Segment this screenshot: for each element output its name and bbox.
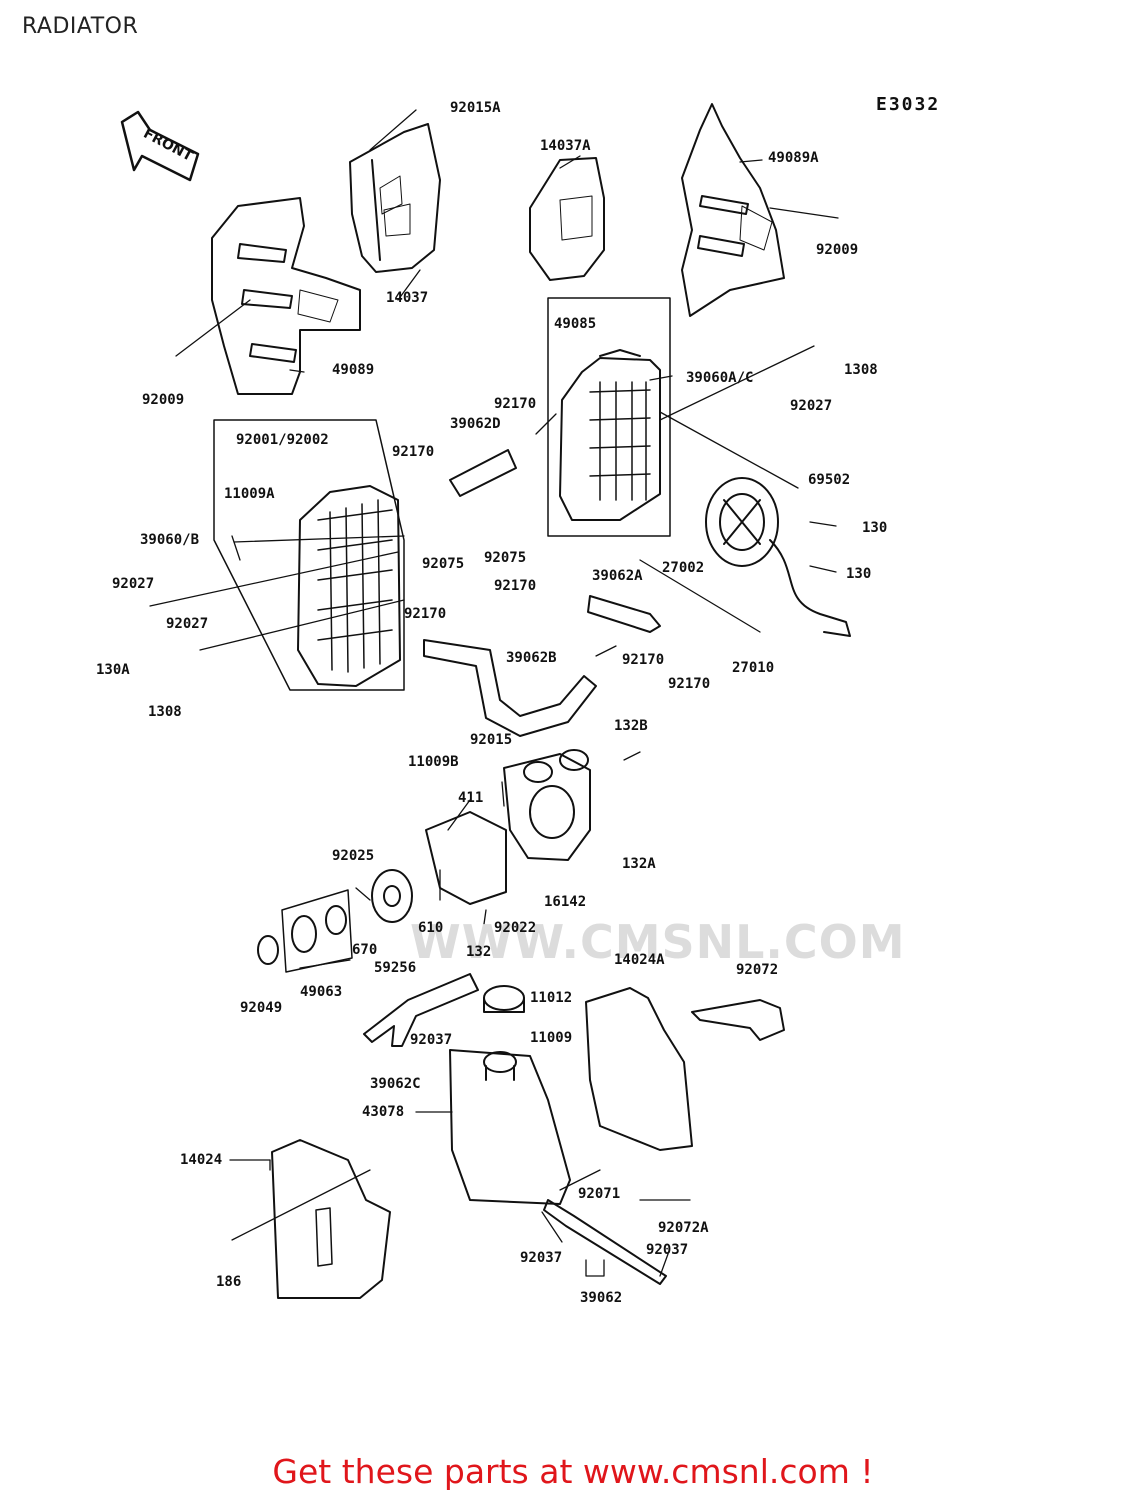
part-label[interactable]: 92027 <box>790 398 833 414</box>
part-label[interactable]: 39062D <box>450 416 501 432</box>
part-label[interactable]: 92025 <box>332 848 375 864</box>
part-label[interactable]: 92009 <box>816 242 859 258</box>
part-label[interactable]: 92075 <box>422 556 465 572</box>
part-label[interactable]: 670 <box>352 942 378 958</box>
leader-lines <box>149 109 839 1277</box>
part-label[interactable]: 92015 <box>470 732 513 748</box>
part-label[interactable]: 92037 <box>520 1250 563 1266</box>
hose-39062B <box>423 639 597 737</box>
part-label[interactable]: 130A <box>96 662 130 678</box>
part-label[interactable]: 92027 <box>166 616 209 632</box>
part-label[interactable]: 92015A <box>450 100 501 116</box>
gasket-11009B <box>425 811 507 905</box>
part-label[interactable]: 14024A <box>614 952 665 968</box>
part-label[interactable]: 14037 <box>386 290 429 306</box>
part-label[interactable]: 39062B <box>506 650 557 666</box>
front-arrow-icon <box>120 110 200 182</box>
part-label[interactable]: 14037A <box>540 138 591 154</box>
part-label[interactable]: 92027 <box>112 576 155 592</box>
part-label[interactable]: 130 <box>862 520 888 536</box>
part-label[interactable]: 1308 <box>148 704 182 720</box>
part-label[interactable]: 92170 <box>622 652 665 668</box>
part-label[interactable]: 92170 <box>494 396 537 412</box>
part-label[interactable]: 11012 <box>530 990 573 1006</box>
part-label[interactable]: 11009A <box>224 486 275 502</box>
part-label[interactable]: 39060/B <box>140 532 200 548</box>
right-shroud-49089A <box>681 103 785 317</box>
part-label[interactable]: 27002 <box>662 560 705 576</box>
oil-seal-92049 <box>257 935 279 965</box>
tank-cover-14024A <box>585 987 693 1151</box>
part-label[interactable]: 92170 <box>404 606 447 622</box>
part-label[interactable]: 14024 <box>180 1152 223 1168</box>
left-radiator-39060-B <box>213 419 405 691</box>
left-inner-cover-14037 <box>349 123 441 273</box>
part-label[interactable]: 92037 <box>410 1032 453 1048</box>
page-title: RADIATOR <box>22 14 139 39</box>
part-label[interactable]: 411 <box>458 790 484 806</box>
part-label[interactable]: 49089 <box>332 362 375 378</box>
part-label[interactable]: 59256 <box>374 960 417 976</box>
left-shroud-49089 <box>211 197 361 395</box>
part-label[interactable]: 39062A <box>592 568 643 584</box>
part-label[interactable]: 130 <box>846 566 872 582</box>
part-label[interactable]: 92072A <box>658 1220 709 1236</box>
part-label[interactable]: 49063 <box>300 984 343 1000</box>
seal-box-49063 <box>281 889 353 973</box>
part-label[interactable]: 92049 <box>240 1000 283 1016</box>
watermark: WWW.CMSNL.COM <box>410 915 906 969</box>
part-label[interactable]: 186 <box>216 1274 242 1290</box>
part-label[interactable]: 69502 <box>808 472 851 488</box>
hose-39062D <box>449 449 517 497</box>
part-label[interactable]: 92170 <box>668 676 711 692</box>
part-label[interactable]: 49089A <box>768 150 819 166</box>
part-label[interactable]: 16142 <box>544 894 587 910</box>
diagram-code: E3032 <box>876 94 941 115</box>
part-label[interactable]: 92170 <box>494 578 537 594</box>
part-label[interactable]: 132A <box>622 856 656 872</box>
part-label[interactable]: 610 <box>418 920 444 936</box>
cap-11012 <box>483 985 525 1013</box>
part-label[interactable]: 92022 <box>494 920 537 936</box>
part-label[interactable]: 11009 <box>530 1030 573 1046</box>
hose-39062C <box>363 973 479 1047</box>
right-inner-cover-14037A <box>529 157 605 281</box>
part-label[interactable]: 92075 <box>484 550 527 566</box>
tank-cover-14024 <box>271 1139 391 1299</box>
part-label[interactable]: 92071 <box>578 1186 621 1202</box>
part-label[interactable]: 11009B <box>408 754 459 770</box>
part-label[interactable]: 1308 <box>844 362 878 378</box>
hose-39062 <box>543 1199 667 1285</box>
part-label[interactable]: 27010 <box>732 660 775 676</box>
footer-link[interactable]: Get these parts at www.cmsnl.com ! <box>272 1452 874 1491</box>
part-label[interactable]: 92072 <box>736 962 779 978</box>
right-radiator-39060A-C <box>547 297 671 537</box>
part-label[interactable]: 49085 <box>554 316 597 332</box>
part-label[interactable]: 92037 <box>646 1242 689 1258</box>
reservoir-tank-43078 <box>449 1049 571 1205</box>
bracket-92072 <box>691 999 785 1041</box>
water-pump-cover <box>503 749 591 861</box>
part-label[interactable]: 39062 <box>580 1290 623 1306</box>
part-label[interactable]: 39060A/C <box>686 370 754 386</box>
fan-assembly-69502 <box>705 477 851 637</box>
part-label[interactable]: 92009 <box>142 392 185 408</box>
part-label[interactable]: 92170 <box>392 444 435 460</box>
part-label[interactable]: 132B <box>614 718 648 734</box>
part-label[interactable]: 39062C <box>370 1076 421 1092</box>
hose-39062A <box>587 595 661 633</box>
part-label[interactable]: 132 <box>466 944 492 960</box>
part-label[interactable]: 92001/92002 <box>236 432 329 448</box>
part-label[interactable]: 43078 <box>362 1104 405 1120</box>
impeller-59256 <box>371 869 413 923</box>
